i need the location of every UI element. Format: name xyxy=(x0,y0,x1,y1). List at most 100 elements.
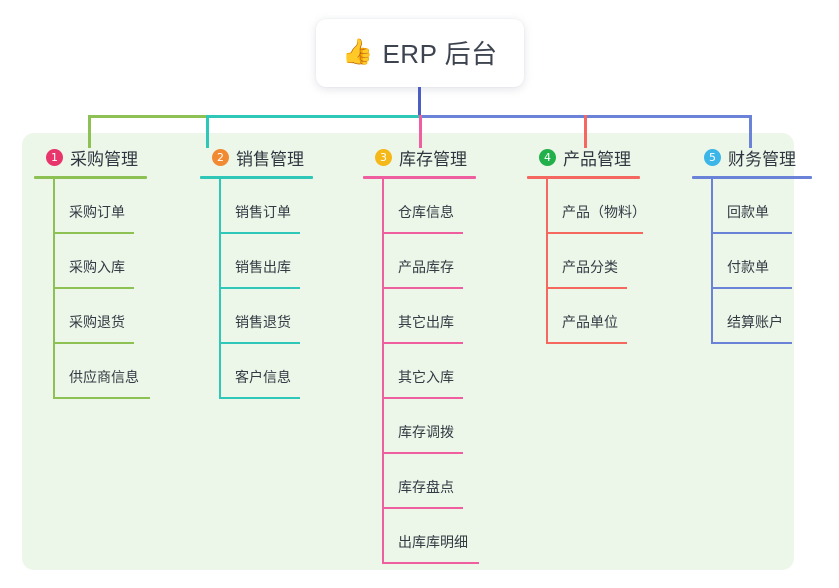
leaf-rule xyxy=(53,342,134,344)
connector-bus-green xyxy=(88,115,206,118)
thumbs-up-icon: 👍 xyxy=(342,37,374,66)
column-title-1: 采购管理 xyxy=(70,149,138,169)
leaf-label: 采购退货 xyxy=(69,314,125,330)
column-body-2: 销售订单销售出库销售退货客户信息 xyxy=(200,179,350,399)
leaf-rule xyxy=(53,287,134,289)
leaf-node[interactable]: 付款单 xyxy=(692,234,832,289)
column-spine-5 xyxy=(711,179,713,344)
leaf-label: 其它出库 xyxy=(398,314,454,330)
column-rule-3 xyxy=(363,176,476,179)
column-title-5: 财务管理 xyxy=(728,149,796,169)
leaf-label: 销售出库 xyxy=(235,259,291,275)
leaf-rule xyxy=(382,232,463,234)
connector-bus-teal xyxy=(206,115,419,118)
column-rule-2 xyxy=(200,176,313,179)
column-spine-2 xyxy=(219,179,221,399)
column-header-3[interactable]: 3 库存管理 xyxy=(363,145,513,169)
column-header-5[interactable]: 5 财务管理 xyxy=(692,145,832,169)
leaf-node[interactable]: 销售出库 xyxy=(200,234,350,289)
leaf-node[interactable]: 供应商信息 xyxy=(34,344,184,399)
leaf-rule xyxy=(546,232,643,234)
column-title-3: 库存管理 xyxy=(399,149,467,169)
leaf-label: 结算账户 xyxy=(727,314,783,330)
leaf-label: 库存调拨 xyxy=(398,424,454,440)
leaf-label: 产品分类 xyxy=(562,259,618,275)
leaf-label: 付款单 xyxy=(727,259,769,275)
connector-root-stem xyxy=(418,87,421,118)
leaf-label: 产品库存 xyxy=(398,259,454,275)
leaf-node[interactable]: 库存调拨 xyxy=(363,399,513,454)
column-rule-5 xyxy=(692,176,812,179)
column-title-4: 产品管理 xyxy=(563,149,631,169)
column-badge-2: 2 xyxy=(212,148,229,166)
leaf-label: 出库库明细 xyxy=(398,534,468,550)
leaf-rule xyxy=(711,342,792,344)
leaf-node[interactable]: 出库库明细 xyxy=(363,509,513,564)
column-rule-1 xyxy=(34,176,147,179)
column-body-4: 产品（物料） 产品分类产品单位 xyxy=(527,179,677,344)
leaf-rule xyxy=(219,342,300,344)
leaf-node[interactable]: 其它出库 xyxy=(363,289,513,344)
connector-drop-green xyxy=(88,115,91,148)
leaf-node[interactable]: 仓库信息 xyxy=(363,179,513,234)
leaf-label: 客户信息 xyxy=(235,369,291,385)
column-spine-1 xyxy=(53,179,55,399)
leaf-node[interactable]: 采购入库 xyxy=(34,234,184,289)
leaf-node[interactable]: 销售退货 xyxy=(200,289,350,344)
leaf-rule xyxy=(382,452,463,454)
leaf-node[interactable]: 回款单 xyxy=(692,179,832,234)
leaf-node[interactable]: 采购退货 xyxy=(34,289,184,344)
leaf-label: 产品（物料） xyxy=(562,204,646,220)
leaf-rule xyxy=(546,342,627,344)
leaf-node[interactable]: 结算账户 xyxy=(692,289,832,344)
column-body-1: 采购订单采购入库采购退货供应商信息 xyxy=(34,179,184,399)
leaf-rule xyxy=(53,232,134,234)
leaf-rule xyxy=(382,562,479,564)
leaf-node[interactable]: 产品（物料） xyxy=(527,179,677,234)
leaf-rule xyxy=(219,397,300,399)
leaf-node[interactable]: 产品分类 xyxy=(527,234,677,289)
leaf-label: 库存盘点 xyxy=(398,479,454,495)
leaf-label: 其它入库 xyxy=(398,369,454,385)
connector-drop-teal xyxy=(206,115,209,148)
root-node-card[interactable]: 👍 ERP 后台 xyxy=(316,19,524,87)
connector-drop-red xyxy=(584,115,587,148)
leaf-rule xyxy=(382,287,463,289)
leaf-label: 采购订单 xyxy=(69,204,125,220)
leaf-node[interactable]: 库存盘点 xyxy=(363,454,513,509)
connector-drop-blue xyxy=(749,115,752,148)
diagram-panel xyxy=(22,133,794,570)
column-badge-3: 3 xyxy=(375,148,392,166)
column-rule-4 xyxy=(527,176,640,179)
column-5: 5 财务管理回款单付款单结算账户 xyxy=(692,145,832,344)
column-badge-1: 1 xyxy=(46,148,63,166)
column-header-1[interactable]: 1 采购管理 xyxy=(34,145,184,169)
column-1: 1 采购管理采购订单采购入库采购退货供应商信息 xyxy=(34,145,184,399)
leaf-rule xyxy=(382,342,463,344)
leaf-label: 销售退货 xyxy=(235,314,291,330)
leaf-label: 供应商信息 xyxy=(69,369,139,385)
leaf-node[interactable]: 产品单位 xyxy=(527,289,677,344)
leaf-rule xyxy=(711,232,792,234)
leaf-node[interactable]: 其它入库 xyxy=(363,344,513,399)
leaf-label: 仓库信息 xyxy=(398,204,454,220)
column-spine-4 xyxy=(546,179,548,344)
leaf-rule xyxy=(53,397,150,399)
connector-drop-pink xyxy=(419,115,422,148)
leaf-node[interactable]: 销售订单 xyxy=(200,179,350,234)
leaf-node[interactable]: 采购订单 xyxy=(34,179,184,234)
leaf-label: 采购入库 xyxy=(69,259,125,275)
leaf-node[interactable]: 客户信息 xyxy=(200,344,350,399)
leaf-label: 产品单位 xyxy=(562,314,618,330)
leaf-rule xyxy=(219,232,300,234)
leaf-node[interactable]: 产品库存 xyxy=(363,234,513,289)
column-badge-5: 5 xyxy=(704,148,721,166)
leaf-rule xyxy=(382,397,463,399)
leaf-rule xyxy=(711,287,792,289)
leaf-label: 销售订单 xyxy=(235,204,291,220)
